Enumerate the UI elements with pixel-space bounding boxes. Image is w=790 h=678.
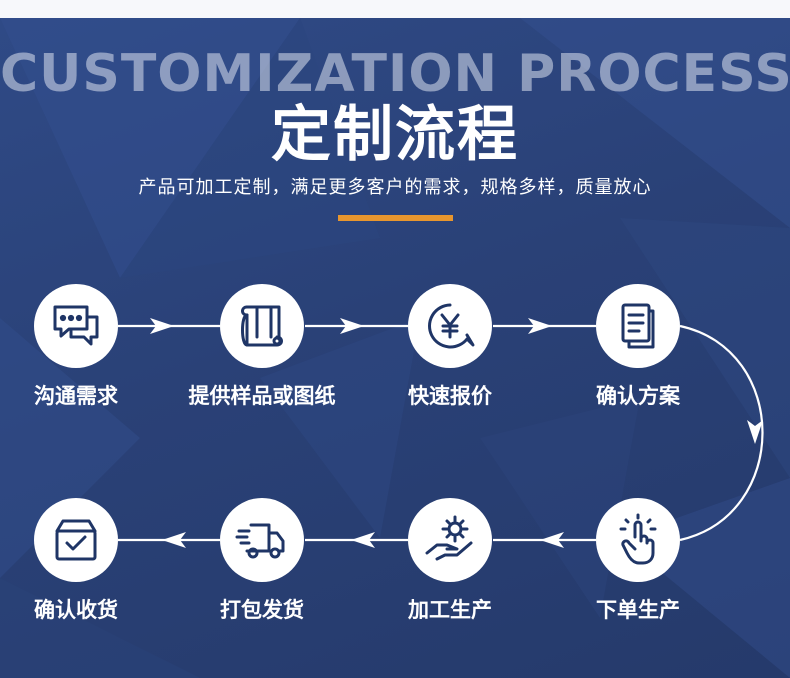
step-label-6: 加工生产 bbox=[408, 598, 492, 622]
step-node-5 bbox=[596, 498, 680, 582]
tap-hand-icon bbox=[619, 513, 657, 565]
step-node-6 bbox=[408, 498, 492, 582]
step-node-3 bbox=[408, 284, 492, 368]
subtitle: 产品可加工定制，满足更多客户的需求，规格多样，质量放心 bbox=[138, 177, 652, 198]
checked-box-icon bbox=[55, 519, 97, 561]
step-node-1 bbox=[34, 284, 118, 368]
yen-coin-icon bbox=[428, 303, 475, 349]
gear-hand-icon bbox=[425, 515, 473, 561]
step-label-3: 快速报价 bbox=[408, 384, 492, 408]
step-label-8: 确认收货 bbox=[34, 598, 118, 622]
step-node-7 bbox=[220, 498, 304, 582]
background-facets bbox=[0, 18, 790, 678]
document-stack-icon bbox=[621, 303, 655, 349]
step-node-2 bbox=[220, 284, 304, 368]
step-label-7: 打包发货 bbox=[220, 598, 304, 622]
chinese-title: 定制流程 bbox=[271, 100, 519, 170]
chat-bubbles-icon bbox=[53, 305, 99, 346]
blueprint-scroll-icon bbox=[241, 305, 283, 347]
accent-underline bbox=[338, 215, 453, 221]
step-label-4: 确认方案 bbox=[596, 384, 680, 408]
top-band bbox=[0, 0, 790, 18]
english-title: CUSTOMIZATION PROCESS bbox=[0, 44, 790, 104]
step-node-8 bbox=[34, 498, 118, 582]
step-label-5: 下单生产 bbox=[596, 598, 680, 622]
step-label-2: 提供样品或图纸 bbox=[188, 384, 336, 408]
step-label-1: 沟通需求 bbox=[34, 384, 118, 408]
step-node-4 bbox=[596, 284, 680, 368]
delivery-truck-icon bbox=[235, 523, 285, 559]
